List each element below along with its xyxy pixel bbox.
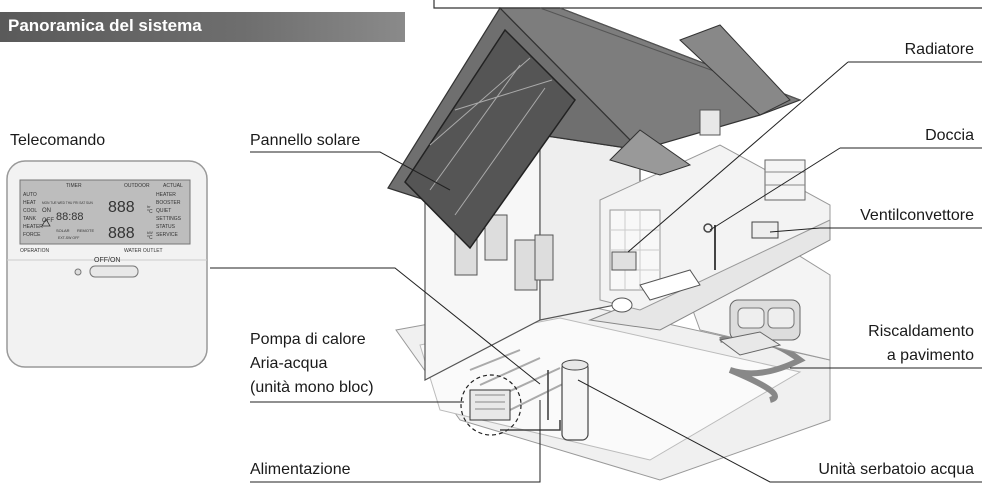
remote-ext-sw-off: EXT-SW OFF (58, 236, 79, 240)
remote-value-bottom: 888 (108, 225, 135, 242)
roof (387, 7, 802, 250)
label-power-supply: Alimentazione (250, 461, 351, 478)
remote-solar: SOLAR (56, 228, 70, 233)
led-indicator (74, 268, 82, 276)
remote-timer: TIMER (66, 183, 82, 189)
remote-remote: REMOTE (77, 228, 94, 233)
section-header: Panoramica del sistema (0, 12, 405, 42)
remote-right-status: STATUS (156, 224, 176, 230)
remote-right-quiet: QUIET (156, 208, 171, 214)
upper-floor (588, 144, 831, 331)
remote-water-outlet: WATER OUTLET (124, 248, 163, 254)
remote-actual: ACTUAL (163, 183, 183, 189)
solar-panel-grid (404, 28, 576, 250)
leader-lines (210, 61, 982, 483)
water-tank (561, 359, 589, 441)
remote-outdoor: OUTDOOR (124, 183, 150, 189)
label-shower: Doccia (925, 127, 974, 144)
remote-off-on: OFF/ON (94, 257, 120, 264)
label-underfloor-line1: Riscaldamento (868, 323, 974, 340)
ground-floor (395, 299, 831, 481)
remote-unit-kw: kW (147, 230, 153, 235)
remote-control-illustration: TIMER OUTDOOR ACTUAL AUTO HEAT COOL TANK… (6, 160, 208, 368)
remote-value-top: 888 (108, 199, 135, 216)
remote-right-booster: BOOSTER (156, 200, 181, 206)
section-title: Panoramica del sistema (8, 16, 202, 35)
remote-mode-heater: HEATER (23, 224, 43, 230)
remote-operation: OPERATION (20, 248, 49, 254)
warning-icon (41, 218, 51, 227)
remote-unit-c-top: °C (147, 209, 153, 215)
remote-right-settings: SETTINGS (156, 216, 182, 222)
label-heat-pump-line1: Pompa di calore (250, 331, 366, 348)
remote-off: OFF (42, 218, 54, 224)
remote-unit-hr: hr (147, 204, 151, 209)
remote-mode-tank: TANK (23, 216, 37, 222)
remote-mode-force: FORCE (23, 232, 41, 238)
remote-mode-heat: HEAT (23, 200, 36, 206)
label-heat-pump-line2: Aria-acqua (250, 355, 328, 372)
heat-pump-unit (460, 374, 522, 436)
remote-days: MON TUE WED THU FRI SAT SUN (42, 201, 93, 205)
remote-time: 88:88 (56, 211, 84, 223)
label-solar-panel: Pannello solare (250, 132, 361, 149)
power-button[interactable] (89, 265, 139, 278)
label-underfloor-line2: a pavimento (886, 347, 974, 364)
label-water-tank: Unità serbatoio acqua (818, 461, 974, 478)
remote-right-service: SERVICE (156, 232, 179, 238)
remote-mode-auto: AUTO (23, 192, 37, 198)
label-fan-coil: Ventilconvettore (860, 207, 974, 224)
label-radiator: Radiatore (904, 41, 974, 58)
remote-unit-c-bottom: °C (147, 235, 153, 241)
label-heat-pump-line3: (unità mono bloc) (250, 379, 374, 396)
label-remote: Telecomando (10, 132, 106, 149)
remote-right-heater: HEATER (156, 192, 176, 198)
remote-on: ON (42, 208, 51, 214)
remote-mode-cool: COOL (23, 208, 37, 214)
